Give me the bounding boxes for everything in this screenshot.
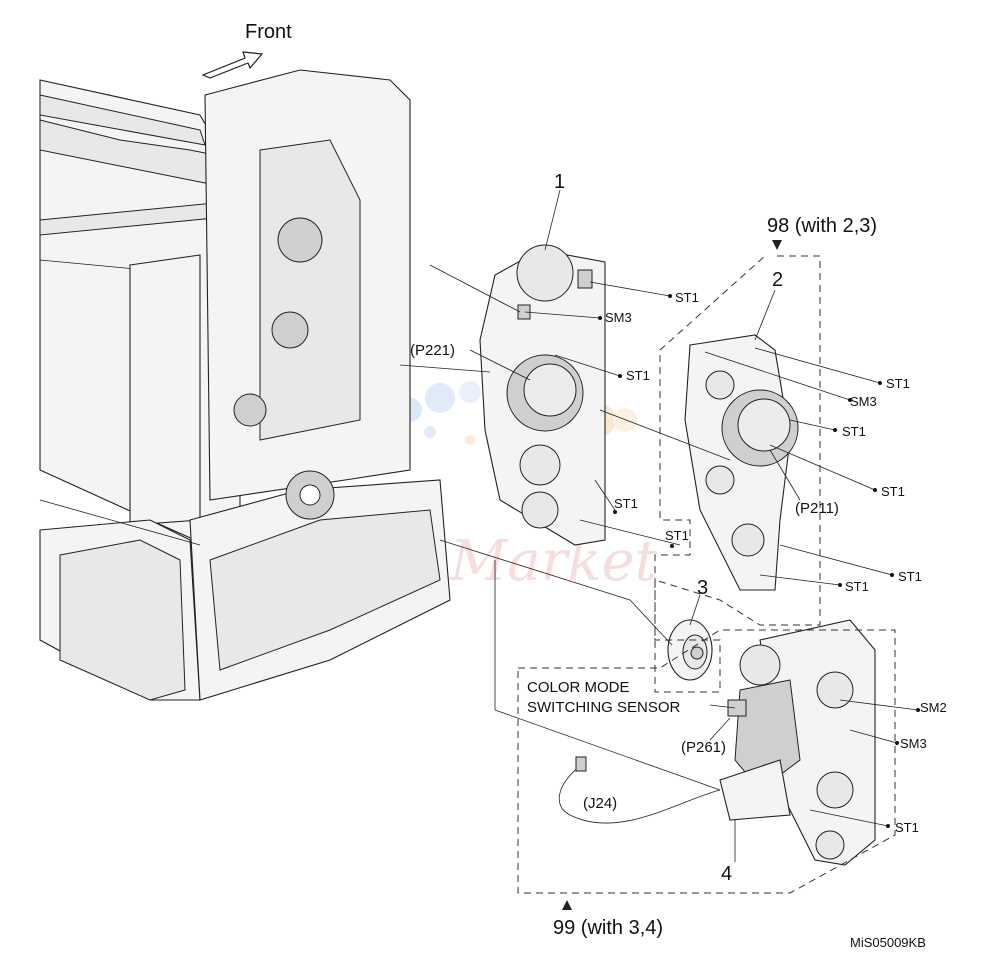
screw-st1-g: ST1 (881, 484, 905, 499)
part-4-number: 4 (721, 863, 732, 885)
screw-sm3-a: SM3 (605, 310, 632, 325)
part-1-drive-bracket (479, 244, 606, 546)
sensor-label-line2: SWITCHING SENSOR (527, 699, 681, 716)
screw-st1-e: ST1 (886, 376, 910, 391)
figure-code: MiS05009KB (850, 935, 926, 950)
part-3-gear (667, 619, 713, 681)
screw-st1-f: ST1 (842, 424, 866, 439)
front-arrow-icon (201, 51, 264, 79)
j24-connector-icon (575, 756, 587, 772)
part-1-number: 1 (554, 171, 565, 193)
assembly-99-outline (517, 629, 896, 894)
connector-p221: (P221) (410, 342, 455, 359)
printer-frame (39, 69, 451, 701)
sensor-label-line1: COLOR MODE (527, 679, 630, 696)
sensor-cable (558, 764, 721, 824)
part-2-drive-bracket (684, 334, 799, 591)
connector-p211: (P211) (795, 500, 839, 517)
assembly-99-label: 99 (with 3,4) (553, 917, 663, 939)
screw-st1-a: ST1 (675, 290, 699, 305)
screw-st1-d: ST1 (665, 528, 689, 543)
screw-st1-c: ST1 (614, 496, 638, 511)
screw-sm3-c: SM3 (900, 736, 927, 751)
screw-dots (598, 294, 920, 828)
screw-st1-i: ST1 (845, 579, 869, 594)
part-3-number: 3 (697, 577, 708, 599)
assembly-99-marker-icon (562, 900, 572, 910)
connector-p261: (P261) (681, 739, 726, 756)
part-4-sensor-plate (719, 619, 876, 866)
screw-st1-j: ST1 (895, 820, 919, 835)
connector-j24: (J24) (583, 795, 617, 812)
assembly-98-label: 98 (with 2,3) (767, 215, 877, 237)
screw-st1-h: ST1 (898, 569, 922, 584)
screw-sm3-b: SM3 (850, 394, 877, 409)
screw-st1-b: ST1 (626, 368, 650, 383)
front-label: Front (245, 21, 292, 43)
part-2-number: 2 (772, 269, 783, 291)
leader-lines (39, 189, 919, 862)
assembly-98-marker-icon (772, 240, 782, 250)
screw-sm2: SM2 (920, 700, 947, 715)
